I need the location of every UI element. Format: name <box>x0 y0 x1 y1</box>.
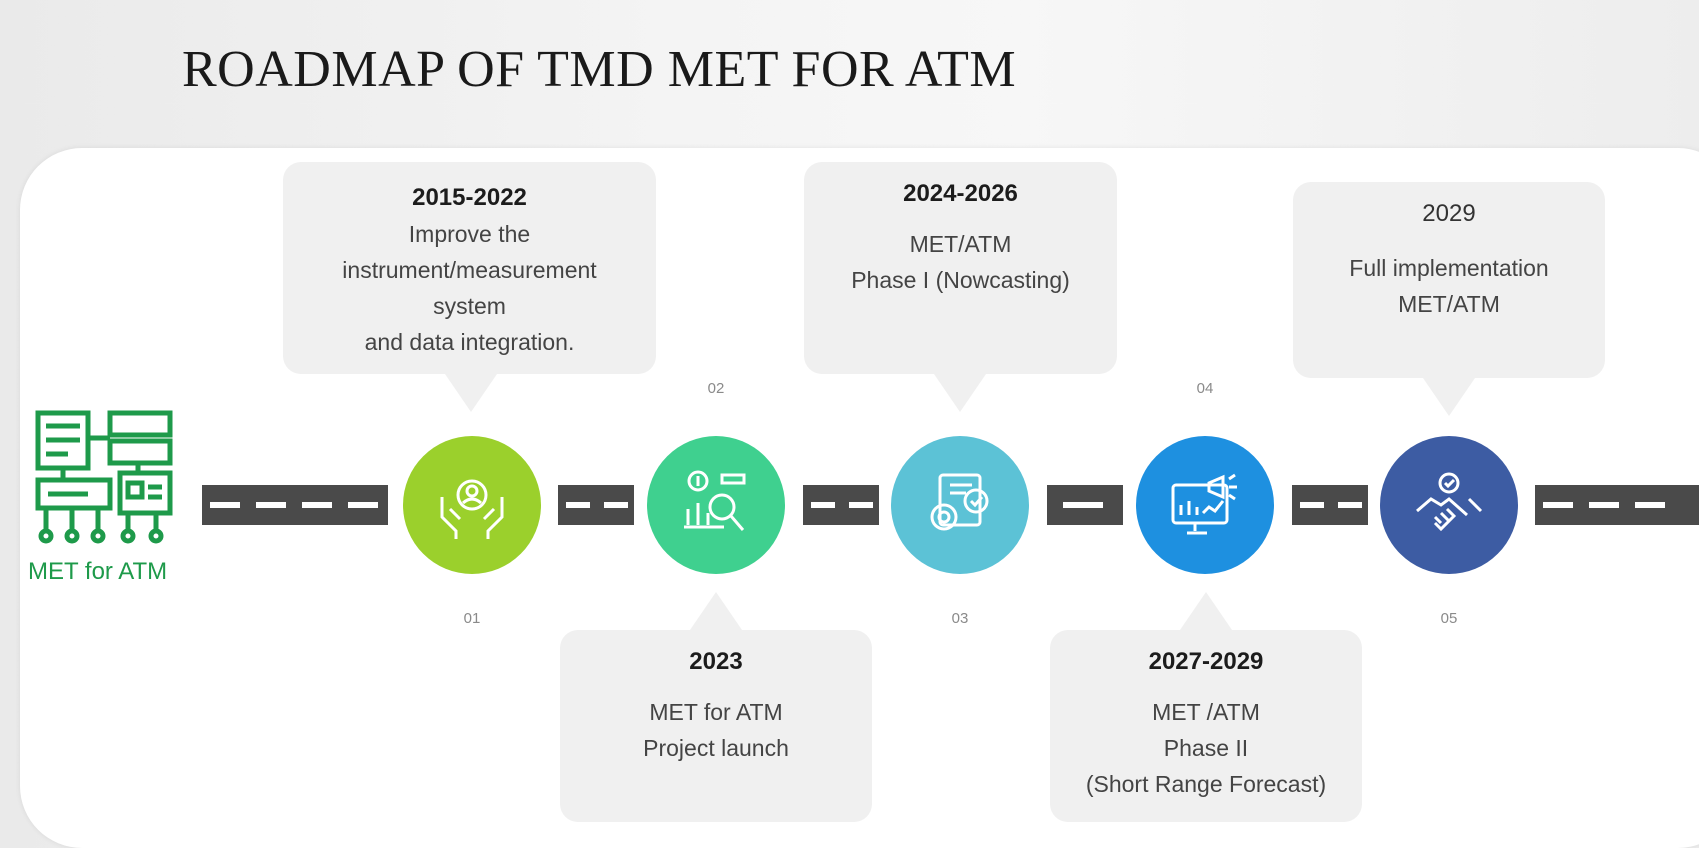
milestone-text: and data integration. <box>364 329 575 355</box>
milestone-year: 2029 <box>1422 200 1476 227</box>
milestone-card-4: 2027-2029 MET /ATM Phase II (Short Range… <box>1050 630 1362 822</box>
gear-document-search-icon <box>930 473 989 531</box>
road-dash <box>302 502 332 508</box>
milestone-card-5: 2029 Full implementation MET/ATM <box>1293 182 1605 378</box>
milestone-text: MET /ATM <box>1152 699 1260 725</box>
milestone-text: system <box>433 293 506 319</box>
step-number: 01 <box>463 610 481 627</box>
step-number: 04 <box>1196 380 1214 397</box>
milestone-text: MET for ATM <box>649 699 783 725</box>
step-number: 05 <box>1440 610 1458 627</box>
step-circle-2 <box>647 436 785 574</box>
milestone-text: MET/ATM <box>909 231 1012 257</box>
milestone-year: 2023 <box>689 648 743 675</box>
road-dash <box>348 502 378 508</box>
milestone-year: 2015-2022 <box>412 184 527 211</box>
circuit-board-icon <box>35 410 173 544</box>
road-dash <box>811 502 835 508</box>
milestone-text: Improve the <box>408 221 531 247</box>
milestone-card-1: 2015-2022 Improve the instrument/measure… <box>283 162 656 374</box>
milestone-text: Phase I (Nowcasting) <box>851 267 1070 293</box>
milestone-text: instrument/measurement <box>342 257 597 283</box>
road-dash <box>1300 502 1324 508</box>
milestone-text: Full implementation <box>1349 255 1549 281</box>
callout-pointer <box>934 374 986 412</box>
hands-holding-person-icon <box>440 479 504 539</box>
logo-label: MET for ATM <box>28 558 168 585</box>
monitor-megaphone-icon <box>1171 473 1237 535</box>
road-dash <box>256 502 286 508</box>
step-circle-4 <box>1136 436 1274 574</box>
road-dash <box>1338 502 1362 508</box>
milestone-text: Phase II <box>1163 735 1249 761</box>
callout-pointer <box>1423 378 1475 416</box>
milestone-text: MET/ATM <box>1398 291 1500 317</box>
callout-pointer <box>690 592 742 630</box>
handshake-icon <box>1416 472 1483 532</box>
page-title: ROADMAP OF TMD MET FOR ATM <box>182 41 1017 98</box>
callout-pointer <box>445 374 497 412</box>
money-analytics-icon <box>684 470 746 531</box>
step-number: 02 <box>707 380 725 397</box>
callout-pointer <box>1180 592 1232 630</box>
step-number: 03 <box>951 610 969 627</box>
milestone-text: Project launch <box>643 735 789 761</box>
road-dash <box>210 502 240 508</box>
milestone-card-2: 2023 MET for ATM Project launch <box>560 630 872 822</box>
road-dash <box>1589 502 1619 508</box>
road-dash <box>1063 502 1103 508</box>
milestone-year: 2024-2026 <box>903 180 1018 207</box>
road-dash <box>566 502 590 508</box>
step-circle-5 <box>1380 436 1518 574</box>
milestone-year: 2027-2029 <box>1148 648 1264 675</box>
step-circle-3 <box>891 436 1029 574</box>
road-dash <box>1635 502 1665 508</box>
milestone-card-3: 2024-2026 MET/ATM Phase I (Nowcasting) <box>804 162 1117 374</box>
road-dash <box>849 502 873 508</box>
road-dash <box>1543 502 1573 508</box>
step-circle-1 <box>403 436 541 574</box>
road-dash <box>604 502 628 508</box>
milestone-text: (Short Range Forecast) <box>1085 771 1327 797</box>
